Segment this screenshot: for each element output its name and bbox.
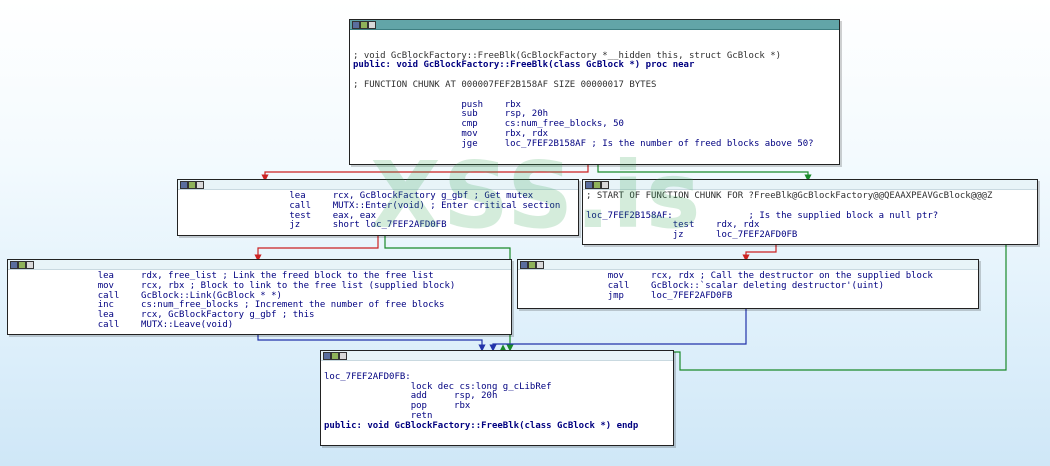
color-icon[interactable] xyxy=(10,261,18,269)
code-line[interactable]: ; FUNCTION CHUNK AT 000007FEF2B158AF SIZ… xyxy=(353,79,657,90)
code-line[interactable]: ; void GcBlockFactory::FreeBlk(GcBlockFa… xyxy=(353,50,782,61)
code-line[interactable]: public: void GcBlockFactory::FreeBlk(cla… xyxy=(353,60,695,71)
code-line[interactable]: add rsp, 20h xyxy=(324,391,498,402)
code-line[interactable] xyxy=(353,32,836,42)
graph-node-function-exit[interactable]: loc_7FEF2AFD0FB: lock dec cs:long g_cLib… xyxy=(320,350,674,446)
edge-n2-n4 xyxy=(254,234,379,262)
color-icon[interactable] xyxy=(520,261,528,269)
graph-node-function-chunk[interactable]: ; START OF FUNCTION CHUNK FOR ?FreeBlk@G… xyxy=(582,179,1038,245)
collapse-icon[interactable] xyxy=(196,181,204,189)
code-line[interactable]: mov rcx, rdx ; Call the destructor on th… xyxy=(521,271,933,281)
code-line[interactable]: sub rsp, 20h xyxy=(353,109,549,120)
picture-icon[interactable] xyxy=(331,352,339,360)
edge-n5-n6 xyxy=(489,308,747,352)
code-line[interactable]: public: void GcBlockFactory::FreeBlk(cla… xyxy=(324,420,639,431)
code-line[interactable]: lea rdx, free_list ; Link the freed bloc… xyxy=(11,271,434,281)
node-code: lea rdx, free_list ; Link the freed bloc… xyxy=(8,270,511,333)
graph-node-link-free-list[interactable]: lea rdx, free_list ; Link the freed bloc… xyxy=(7,259,512,335)
code-line[interactable]: jmp loc_7FEF2AFD0FB xyxy=(521,290,733,301)
edge-n1-n3 xyxy=(597,164,812,182)
node-titlebar[interactable] xyxy=(518,260,978,270)
code-line[interactable]: jge loc_7FEF2B158AF ; Is the number of f… xyxy=(353,138,814,149)
code-line[interactable]: jz loc_7FEF2AFD0FB xyxy=(586,230,798,241)
code-line[interactable]: lock dec cs:long g_cLibRef xyxy=(324,381,552,392)
color-icon[interactable] xyxy=(585,181,593,189)
color-icon[interactable] xyxy=(323,352,331,360)
picture-icon[interactable] xyxy=(188,181,196,189)
code-line[interactable]: jz short loc_7FEF2AFD0FB xyxy=(181,220,447,231)
collapse-icon[interactable] xyxy=(601,181,609,189)
code-line[interactable]: call MUTX::Enter(void) ; Enter critical … xyxy=(181,200,561,211)
picture-icon[interactable] xyxy=(593,181,601,189)
graph-node-call-destructor[interactable]: mov rcx, rdx ; Call the destructor on th… xyxy=(517,259,979,309)
code-line[interactable]: cmp cs:num_free_blocks, 50 xyxy=(353,119,624,130)
node-titlebar[interactable] xyxy=(583,180,1037,190)
code-line[interactable]: test rdx, rdx xyxy=(586,220,760,231)
color-icon[interactable] xyxy=(352,21,360,29)
node-code: mov rcx, rdx ; Call the destructor on th… xyxy=(518,270,978,303)
edge-n4-n6 xyxy=(257,333,486,352)
code-line[interactable]: call GcBlock::Link(GcBlock * *) xyxy=(11,290,282,301)
collapse-icon[interactable] xyxy=(339,352,347,360)
collapse-icon[interactable] xyxy=(368,21,376,29)
code-line[interactable]: mov rcx, rbx ; Block to link to the free… xyxy=(11,280,456,291)
code-line[interactable]: lea rcx, GcBlockFactory g_gbf ; Get mute… xyxy=(181,191,534,201)
collapse-icon[interactable] xyxy=(26,261,34,269)
code-line[interactable]: pop rbx xyxy=(324,401,471,412)
color-icon[interactable] xyxy=(180,181,188,189)
node-titlebar[interactable] xyxy=(8,260,511,270)
node-code: ; START OF FUNCTION CHUNK FOR ?FreeBlk@G… xyxy=(583,190,1037,243)
picture-icon[interactable] xyxy=(360,21,368,29)
node-code: loc_7FEF2AFD0FB: lock dec cs:long g_cLib… xyxy=(321,361,673,434)
code-line[interactable]: ; START OF FUNCTION CHUNK FOR ?FreeBlk@G… xyxy=(586,191,993,201)
node-code: lea rcx, GcBlockFactory g_gbf ; Get mute… xyxy=(178,190,578,233)
code-line[interactable]: loc_7FEF2B158AF: ; Is the supplied block… xyxy=(586,210,939,221)
code-line[interactable]: loc_7FEF2AFD0FB: xyxy=(324,371,411,382)
code-line[interactable]: call MUTX::Leave(void) xyxy=(11,319,234,330)
collapse-icon[interactable] xyxy=(536,261,544,269)
graph-node-enter-critical-section[interactable]: lea rcx, GcBlockFactory g_gbf ; Get mute… xyxy=(177,179,579,236)
code-line[interactable]: push rbx xyxy=(353,99,521,110)
node-titlebar[interactable] xyxy=(178,180,578,190)
graph-node-freeblk-entry[interactable]: ; void GcBlockFactory::FreeBlk(GcBlockFa… xyxy=(349,19,840,165)
code-line[interactable]: inc cs:num_free_blocks ; Increment the n… xyxy=(11,300,445,311)
node-code: ; void GcBlockFactory::FreeBlk(GcBlockFa… xyxy=(350,30,839,152)
picture-icon[interactable] xyxy=(528,261,536,269)
edge-n1-n2 xyxy=(261,164,589,182)
node-titlebar[interactable] xyxy=(321,351,673,361)
code-line[interactable]: mov rbx, rdx xyxy=(353,128,549,139)
code-line[interactable]: lea rcx, GcBlockFactory g_gbf ; this xyxy=(11,310,315,321)
code-line[interactable]: retn xyxy=(324,410,433,421)
code-line[interactable]: call GcBlock::`scalar deleting destructo… xyxy=(521,280,885,291)
code-line[interactable]: test eax, eax xyxy=(181,210,377,221)
picture-icon[interactable] xyxy=(18,261,26,269)
edge-n3-n5 xyxy=(742,244,777,262)
node-titlebar[interactable] xyxy=(350,20,839,30)
